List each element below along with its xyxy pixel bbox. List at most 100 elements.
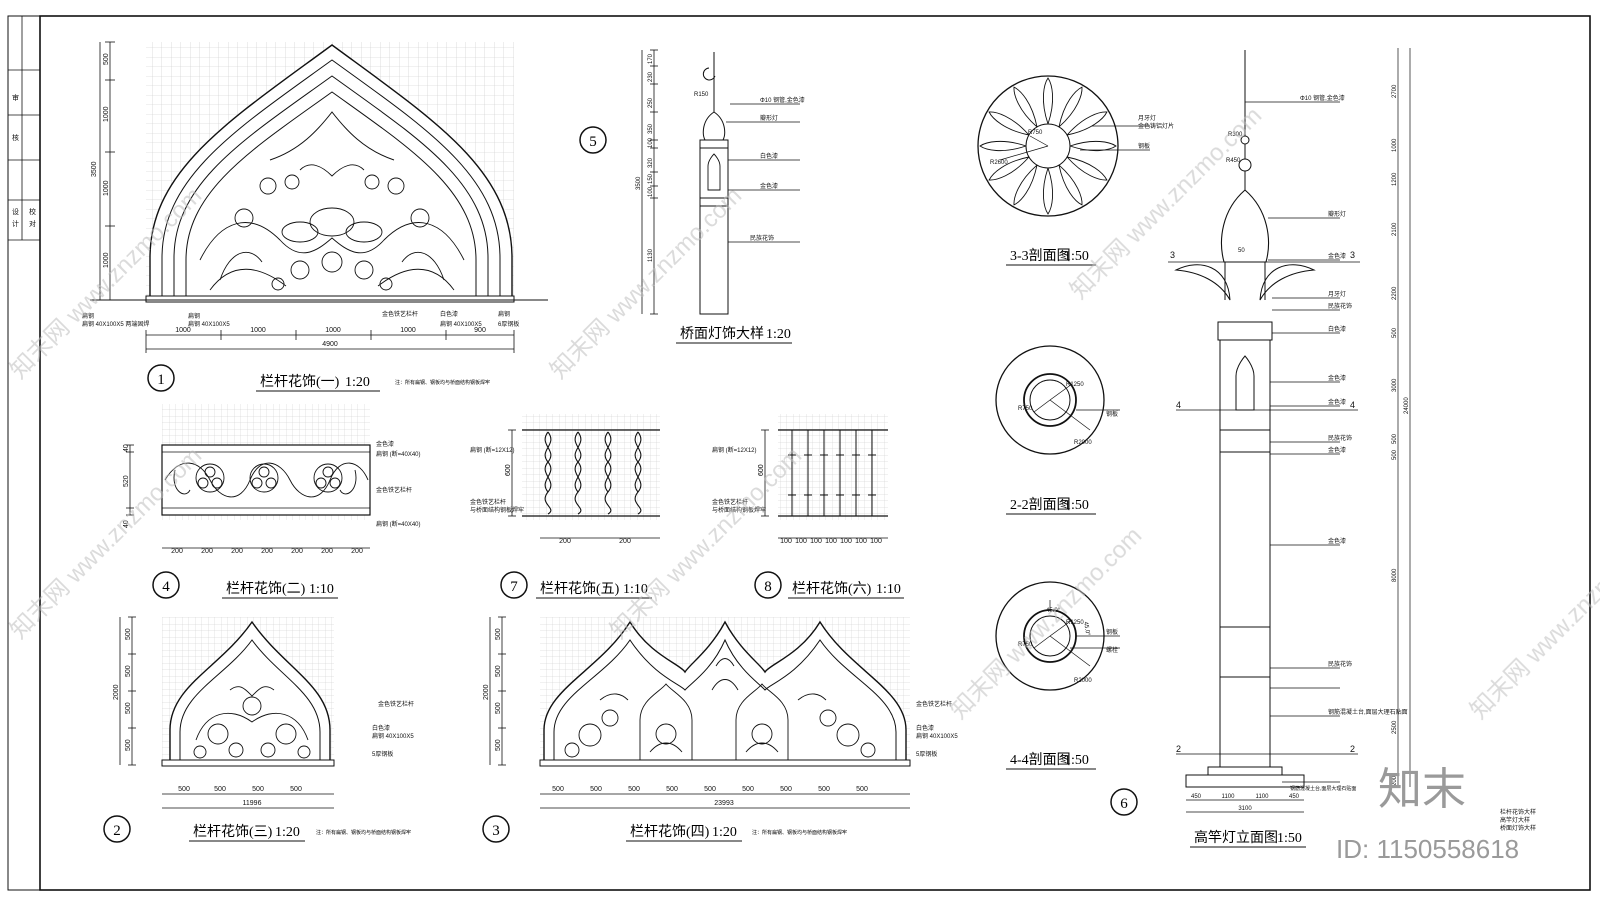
svg-text:Φ10 钢管,金色漆: Φ10 钢管,金色漆 — [760, 96, 805, 104]
svg-text:200: 200 — [201, 548, 213, 555]
svg-text:500: 500 — [125, 702, 132, 714]
svg-text:3500: 3500 — [91, 161, 98, 177]
svg-text:金色漆: 金色漆 — [376, 440, 394, 448]
svg-text:金色铁艺栏杆: 金色铁艺栏杆 — [712, 498, 748, 506]
svg-text:500: 500 — [1392, 449, 1398, 460]
svg-text:500: 500 — [704, 786, 716, 793]
svg-text:螺栓: 螺栓 — [1106, 646, 1118, 654]
svg-text:1130: 1130 — [648, 248, 654, 262]
svg-text:100: 100 — [648, 186, 654, 197]
section-3-3-title: 3-3剖面图 — [1010, 248, 1071, 264]
svg-text:320: 320 — [648, 157, 654, 168]
svg-text:R750: R750 — [1028, 130, 1043, 136]
detail-7-callout — [500, 571, 528, 599]
svg-text:4: 4 — [1176, 400, 1181, 410]
svg-text:瓣形灯: 瓣形灯 — [1328, 210, 1346, 218]
svg-text:钢板: 钢板 — [1106, 628, 1118, 636]
svg-text:23993: 23993 — [714, 800, 734, 807]
svg-text:1100: 1100 — [1256, 794, 1270, 800]
svg-text:1:50: 1:50 — [1277, 831, 1302, 846]
title-block — [7, 15, 41, 891]
svg-text:40: 40 — [123, 444, 130, 452]
detail-6-high-pole-lamp: R300 R450 50 Φ10 钢管,金色漆 瓣形灯 金色漆 月牙灯 民族花饰… — [1110, 48, 1411, 848]
detail-1-title: 栏杆花饰(一) — [260, 374, 340, 390]
svg-text:扁钢 (断=12X12): 扁钢 (断=12X12) — [712, 446, 757, 454]
svg-text:扁钢: 扁钢 — [188, 312, 200, 320]
svg-text:月牙灯: 月牙灯 — [1328, 290, 1346, 298]
svg-text:1: 1 — [157, 372, 165, 388]
svg-text:500: 500 — [1392, 433, 1398, 444]
svg-text:1000: 1000 — [103, 252, 110, 268]
svg-text:3: 3 — [1350, 250, 1355, 260]
svg-text:200: 200 — [351, 548, 363, 555]
svg-text:200: 200 — [261, 548, 273, 555]
svg-text:1000: 1000 — [175, 327, 191, 334]
svg-text:民族花饰: 民族花饰 — [1328, 660, 1352, 668]
svg-text:200: 200 — [231, 548, 243, 555]
svg-text:2: 2 — [113, 823, 121, 839]
svg-text:金色铸铝灯片: 金色铸铝灯片 — [1138, 122, 1174, 130]
svg-text:500: 500 — [103, 53, 110, 65]
svg-text:白色漆: 白色漆 — [440, 310, 458, 318]
detail-2-railing-ornament-3: 2000 500 500 500 500 500 500 500 500 119… — [103, 616, 414, 843]
svg-text:500: 500 — [742, 786, 754, 793]
svg-text:金色铁艺栏杆: 金色铁艺栏杆 — [470, 498, 506, 506]
svg-text:100: 100 — [648, 137, 654, 148]
svg-text:1:50: 1:50 — [1064, 753, 1089, 768]
svg-text:3: 3 — [1170, 250, 1175, 260]
svg-text:金色铁艺栏杆: 金色铁艺栏杆 — [916, 700, 952, 708]
svg-text:知末网 www.znzmo.com: 知末网 www.znzmo.com — [945, 522, 1147, 724]
svg-text:500: 500 — [214, 786, 226, 793]
svg-text:500: 500 — [628, 786, 640, 793]
svg-text:100: 100 — [780, 538, 792, 545]
svg-text:500: 500 — [495, 739, 502, 751]
detail-3-callout — [482, 815, 510, 843]
svg-text:2000: 2000 — [483, 684, 490, 700]
svg-text:500: 500 — [495, 665, 502, 677]
svg-text:500: 500 — [125, 739, 132, 751]
detail-6-callout — [1110, 788, 1138, 816]
svg-text:500: 500 — [125, 665, 132, 677]
svg-text:500: 500 — [780, 786, 792, 793]
svg-text:600: 600 — [758, 464, 765, 476]
detail-8-railing-ornament-6: 600 100 100 100 100 100 100 100 扁钢 (断=12… — [712, 414, 904, 599]
svg-text:1100: 1100 — [1222, 794, 1236, 800]
svg-text:2700: 2700 — [1392, 84, 1398, 98]
detail-8-callout — [754, 571, 782, 599]
svg-text:4: 4 — [162, 579, 170, 595]
svg-text:扁钢 40X100X5: 扁钢 40X100X5 — [440, 320, 482, 328]
svg-text:500: 500 — [125, 628, 132, 640]
svg-text:计: 计 — [12, 219, 19, 228]
detail-5-title: 桥面灯饰大样 — [680, 326, 764, 342]
svg-text:金色漆: 金色漆 — [760, 182, 778, 190]
svg-text:校: 校 — [29, 207, 36, 216]
detail-6-title: 高竿灯立面图 — [1194, 829, 1278, 846]
svg-text:11996: 11996 — [243, 800, 262, 807]
svg-text:注：所有扁钢、钢板均与桥面结构钢板焊牢: 注：所有扁钢、钢板均与桥面结构钢板焊牢 — [316, 829, 411, 836]
svg-text:350: 350 — [648, 123, 654, 134]
svg-text:民族花饰: 民族花饰 — [1328, 302, 1352, 310]
svg-text:500: 500 — [856, 786, 868, 793]
svg-text:R2000: R2000 — [1074, 440, 1092, 446]
id-label: ID: 1150558618 — [1336, 834, 1519, 864]
svg-text:金色铁艺栏杆: 金色铁艺栏杆 — [378, 700, 414, 708]
svg-text:230: 230 — [648, 71, 654, 82]
svg-text:1:20: 1:20 — [766, 327, 791, 342]
svg-text:知末网 www.znzmo.com: 知末网 www.znzmo.com — [1465, 522, 1600, 724]
svg-text:1000: 1000 — [250, 327, 266, 334]
svg-text:6: 6 — [1120, 796, 1128, 812]
detail-4-callout — [152, 571, 180, 599]
svg-text:R2600: R2600 — [990, 160, 1008, 166]
section-4-4-title: 4-4剖面图 — [1010, 752, 1071, 768]
svg-text:白色漆: 白色漆 — [916, 724, 934, 732]
svg-text:2200: 2200 — [1392, 286, 1398, 300]
svg-text:1000: 1000 — [103, 180, 110, 196]
svg-text:扁钢 (断=40X40): 扁钢 (断=40X40) — [376, 450, 421, 458]
svg-text:1:20: 1:20 — [275, 825, 300, 840]
svg-text:500: 500 — [178, 786, 190, 793]
svg-text:450: 450 — [1191, 794, 1202, 800]
svg-text:审: 审 — [12, 93, 19, 102]
svg-text:2: 2 — [1176, 744, 1181, 754]
svg-text:250: 250 — [648, 97, 654, 108]
svg-text:6厚钢板: 6厚钢板 — [498, 320, 519, 328]
